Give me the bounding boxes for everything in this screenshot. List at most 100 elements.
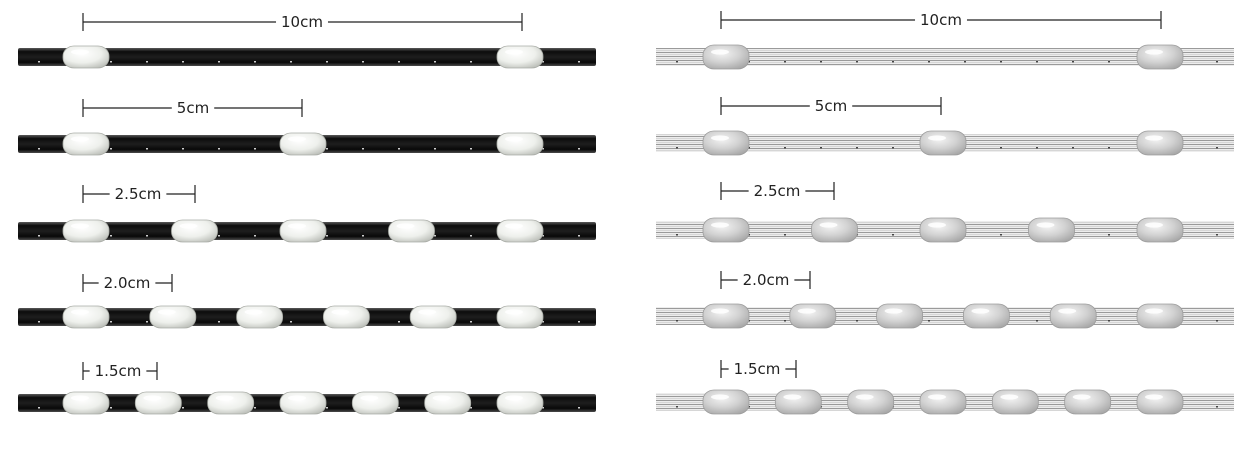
cable-dot: [398, 148, 400, 150]
led-bead: [919, 389, 967, 415]
led-bead: [789, 303, 837, 329]
led-bead: [963, 303, 1010, 329]
cable-dot: [362, 148, 364, 150]
cable-dot: [110, 61, 112, 63]
cable-dot: [326, 407, 328, 409]
cable-dot: [676, 61, 678, 63]
led-bead: [1028, 217, 1075, 243]
cable-dot: [542, 407, 544, 409]
led-bead: [1064, 389, 1112, 415]
beads: [702, 44, 1184, 70]
cable-dot: [146, 321, 148, 323]
led-bead: [702, 389, 750, 415]
cable-dot: [784, 147, 786, 149]
beads: [62, 305, 544, 329]
cable-dot: [1216, 406, 1218, 408]
dim-label-bg: [109, 185, 167, 203]
dim-label: 2.0cm: [743, 271, 790, 289]
cable-dot: [1108, 61, 1110, 63]
dim-label: 2.0cm: [104, 274, 151, 292]
led-bead: [1136, 44, 1184, 70]
cable-dot: [1036, 320, 1038, 322]
led-bead: [134, 391, 182, 415]
cable-dot: [110, 148, 112, 150]
cable-dot: [38, 321, 40, 323]
led-bead: [919, 217, 967, 243]
cable-dot: [470, 148, 472, 150]
led-bead: [1049, 303, 1097, 329]
cable-dot: [398, 61, 400, 63]
cable-dot: [290, 321, 292, 323]
cable-dot: [326, 61, 328, 63]
row-white-0: 10cm: [656, 11, 1234, 70]
cable-dot: [578, 148, 580, 150]
cable-dot: [470, 235, 472, 237]
cable-dot: [676, 147, 678, 149]
black-cable: [18, 48, 596, 66]
cable-dot: [1108, 234, 1110, 236]
cable-dot: [182, 61, 184, 63]
cable-dot: [676, 320, 678, 322]
row-black-2: 2.5cm: [18, 185, 596, 243]
cable-dot: [856, 320, 858, 322]
led-bead: [279, 391, 327, 415]
cable-dot: [326, 235, 328, 237]
cable-dot: [434, 148, 436, 150]
beads: [62, 391, 544, 415]
cable-dot: [362, 235, 364, 237]
led-bead: [62, 305, 110, 329]
cable-dot: [326, 148, 328, 150]
led-bead: [496, 45, 544, 69]
cable-dot: [218, 148, 220, 150]
led-bead: [1136, 389, 1184, 415]
cable-dot: [1036, 147, 1038, 149]
beads: [62, 219, 544, 243]
cable-dot: [892, 234, 894, 236]
dim-label: 2.5cm: [115, 185, 162, 203]
cable-dot: [542, 148, 544, 150]
cable-dot: [254, 148, 256, 150]
white-cable: [656, 48, 1234, 66]
cable-dot: [578, 407, 580, 409]
beads: [62, 132, 544, 156]
beads: [702, 389, 1184, 415]
led-bead: [774, 389, 822, 415]
dim-label: 10cm: [281, 13, 323, 31]
cable-dot: [928, 320, 930, 322]
led-bead: [1136, 130, 1184, 156]
cable-dot: [578, 235, 580, 237]
dim-label: 2.5cm: [754, 182, 801, 200]
cable-dot: [1000, 234, 1002, 236]
cable-dot: [218, 61, 220, 63]
dim-label-bg: [728, 360, 786, 378]
cable-dot: [362, 61, 364, 63]
cable-dot: [578, 61, 580, 63]
cable-dot: [38, 148, 40, 150]
cable-dot: [1000, 61, 1002, 63]
cable-dot: [290, 61, 292, 63]
dimension-marker: 2.5cm: [720, 182, 835, 200]
led-bead: [207, 391, 255, 415]
cable-dot: [38, 407, 40, 409]
dim-label-bg: [98, 274, 156, 292]
dim-label: 1.5cm: [95, 362, 142, 380]
cable-dot: [470, 321, 472, 323]
led-bead: [702, 217, 750, 243]
dimension-marker: 10cm: [82, 13, 523, 31]
dim-label-bg: [915, 11, 967, 29]
dim-label: 10cm: [920, 11, 962, 29]
cable-dot: [1216, 234, 1218, 236]
cable-dot: [398, 407, 400, 409]
cable-dot: [1216, 147, 1218, 149]
led-bead: [409, 305, 457, 329]
led-bead: [496, 391, 544, 415]
panel-white: 10cm 5cm 2.5cm: [656, 11, 1234, 415]
led-bead: [236, 305, 284, 329]
led-bead: [424, 391, 472, 415]
dimension-marker: 2.5cm: [82, 185, 196, 203]
dimension-marker: 2.0cm: [720, 271, 811, 289]
cable-dot: [1000, 147, 1002, 149]
cable-dot: [542, 235, 544, 237]
cable-dot: [1216, 320, 1218, 322]
